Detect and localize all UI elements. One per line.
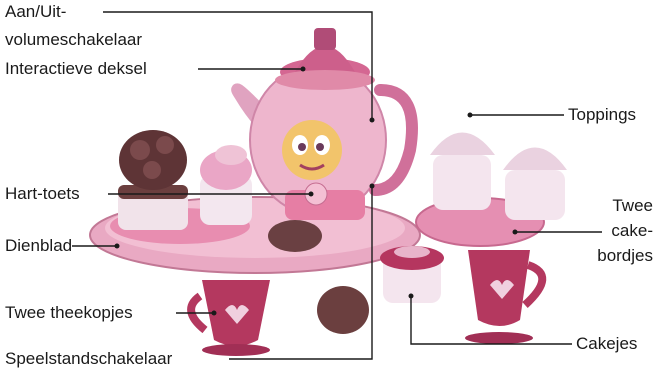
- tray-label: Dienblad: [5, 236, 72, 256]
- small-cake-shape: [200, 145, 252, 225]
- power-switch-label-line2: volumeschakelaar: [5, 30, 142, 50]
- toppings-label: Toppings: [568, 105, 636, 125]
- right-teacup-shape: [465, 250, 542, 344]
- cake-plates-label-line3: bordjes: [597, 246, 653, 266]
- cake-plates-label-line2: cake-: [611, 221, 653, 241]
- lower-candy-shape: [317, 286, 369, 334]
- candy-shape: [268, 220, 322, 252]
- left-teacup-shape: [191, 280, 270, 356]
- character-face-shape: [282, 120, 342, 180]
- interactive-lid-label: Interactieve deksel: [5, 59, 147, 79]
- heart-button-label: Hart-toets: [5, 184, 80, 204]
- mode-switch-label: Speelstandschakelaar: [5, 349, 172, 369]
- teacups-label: Twee theekopjes: [5, 303, 133, 323]
- cake-plates-label-line1: Twee: [612, 196, 653, 216]
- chocolate-cake-shape: [118, 130, 188, 230]
- power-switch-label-line1: Aan/Uit-: [5, 2, 66, 22]
- cupcakes-label: Cakejes: [576, 334, 637, 354]
